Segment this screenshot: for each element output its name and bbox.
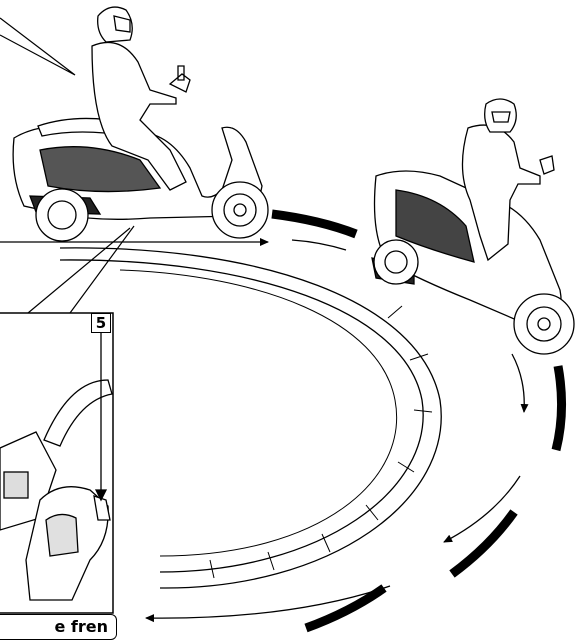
scooter-rider-1: [13, 7, 268, 241]
step-number-badge: 5: [91, 313, 111, 333]
brake-caption: e fren: [0, 614, 117, 640]
scooter-rider-2: [372, 99, 574, 354]
track-outer-edge: [60, 248, 441, 588]
arc-dash-2: [556, 366, 562, 450]
arc-dash-1: [272, 214, 356, 234]
circular-track: [60, 248, 441, 588]
track-curb: [120, 270, 397, 556]
arrow-right-side: [512, 354, 524, 412]
arc-dash-4: [306, 588, 384, 628]
arc-dash-3: [452, 512, 514, 574]
track-inner-edge: [60, 260, 423, 572]
arrow-lower-right: [444, 476, 520, 542]
